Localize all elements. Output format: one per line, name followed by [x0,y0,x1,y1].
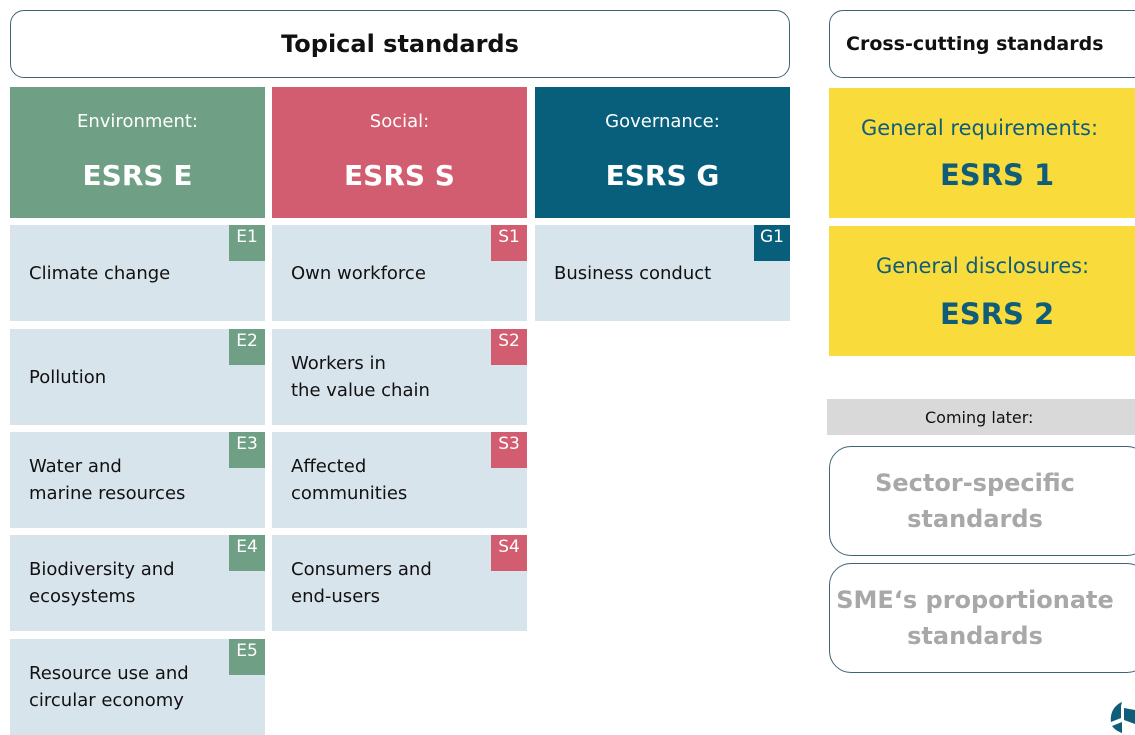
standard-card-e3: Water and marine resources E3 [10,432,265,528]
standard-card-text: Climate change [29,262,171,284]
pillar-social-label: Social: [369,111,430,132]
general-requirements-box: General requirements: ESRS 1 [829,88,1135,218]
general-disclosures-code: ESRS 2 [940,297,1055,331]
standard-tag: E4 [229,535,265,571]
sector-specific-standards-box: Sector-specific standards [829,446,1135,556]
pillar-environment-label: Environment: [77,111,198,132]
crosscutting-standards-title: Cross-cutting standards [846,33,1104,55]
standard-card-s4: Consumers and end-users S4 [272,535,527,631]
topical-standards-title: Topical standards [281,30,519,58]
general-disclosures-box: General disclosures: ESRS 2 [829,226,1135,356]
standard-tag: S4 [491,535,527,571]
standard-card-s1: Own workforce S1 [272,225,527,321]
standard-tag: E2 [229,329,265,365]
general-requirements-code: ESRS 1 [940,158,1055,192]
pillar-governance-code: ESRS G [605,159,720,192]
standard-card-text: Workers in the value chain [291,353,430,401]
coming-later-label: Coming later: [925,407,1034,427]
general-disclosures-label: General disclosures: [876,254,1090,278]
standard-card-e5: Resource use and circular economy E5 [10,639,265,735]
standard-card-e4: Biodiversity and ecosystems E4 [10,535,265,631]
standard-card-text: Biodiversity and ecosystems [29,559,175,607]
sector-specific-standards-text: Sector-specific standards [875,469,1075,533]
crosscutting-standards-header: Cross-cutting standards [829,10,1135,78]
standard-card-text: Business conduct [554,262,712,284]
logo-icon [1110,702,1135,733]
pillar-environment-code: ESRS E [82,159,193,192]
coming-later-label-box: Coming later: [827,399,1135,435]
standard-tag: S2 [491,329,527,365]
standard-tag: S3 [491,432,527,468]
standard-tag: E3 [229,432,265,468]
general-requirements-label: General requirements: [861,116,1099,140]
standard-tag: S1 [491,225,527,261]
standard-card-text: Resource use and circular economy [29,663,189,711]
standard-card-e2: Pollution E2 [10,329,265,425]
pillar-social: Social: ESRS S [272,87,527,218]
sme-standards-text: SME‘s proportionate standards [836,586,1114,650]
standard-card-text: Affected communities [291,456,408,504]
standard-card-text: Water and marine resources [29,456,186,504]
standard-card-e1: Climate change E1 [10,225,265,321]
standard-card-g1: Business conduct G1 [535,225,790,321]
pillar-governance: Governance: ESRS G [535,87,790,218]
standard-tag: E5 [229,639,265,675]
standard-card-text: Consumers and end-users [291,559,432,607]
standard-card-text: Pollution [29,366,107,388]
standard-tag: G1 [754,225,790,261]
pillar-governance-label: Governance: [605,111,720,132]
standard-card-s3: Affected communities S3 [272,432,527,528]
standard-card-s2: Workers in the value chain S2 [272,329,527,425]
sme-standards-box: SME‘s proportionate standards [829,563,1135,673]
topical-standards-header: Topical standards [10,10,790,78]
pillar-environment: Environment: ESRS E [10,87,265,218]
pillar-social-code: ESRS S [344,159,455,192]
standard-card-text: Own workforce [291,262,426,284]
standard-tag: E1 [229,225,265,261]
